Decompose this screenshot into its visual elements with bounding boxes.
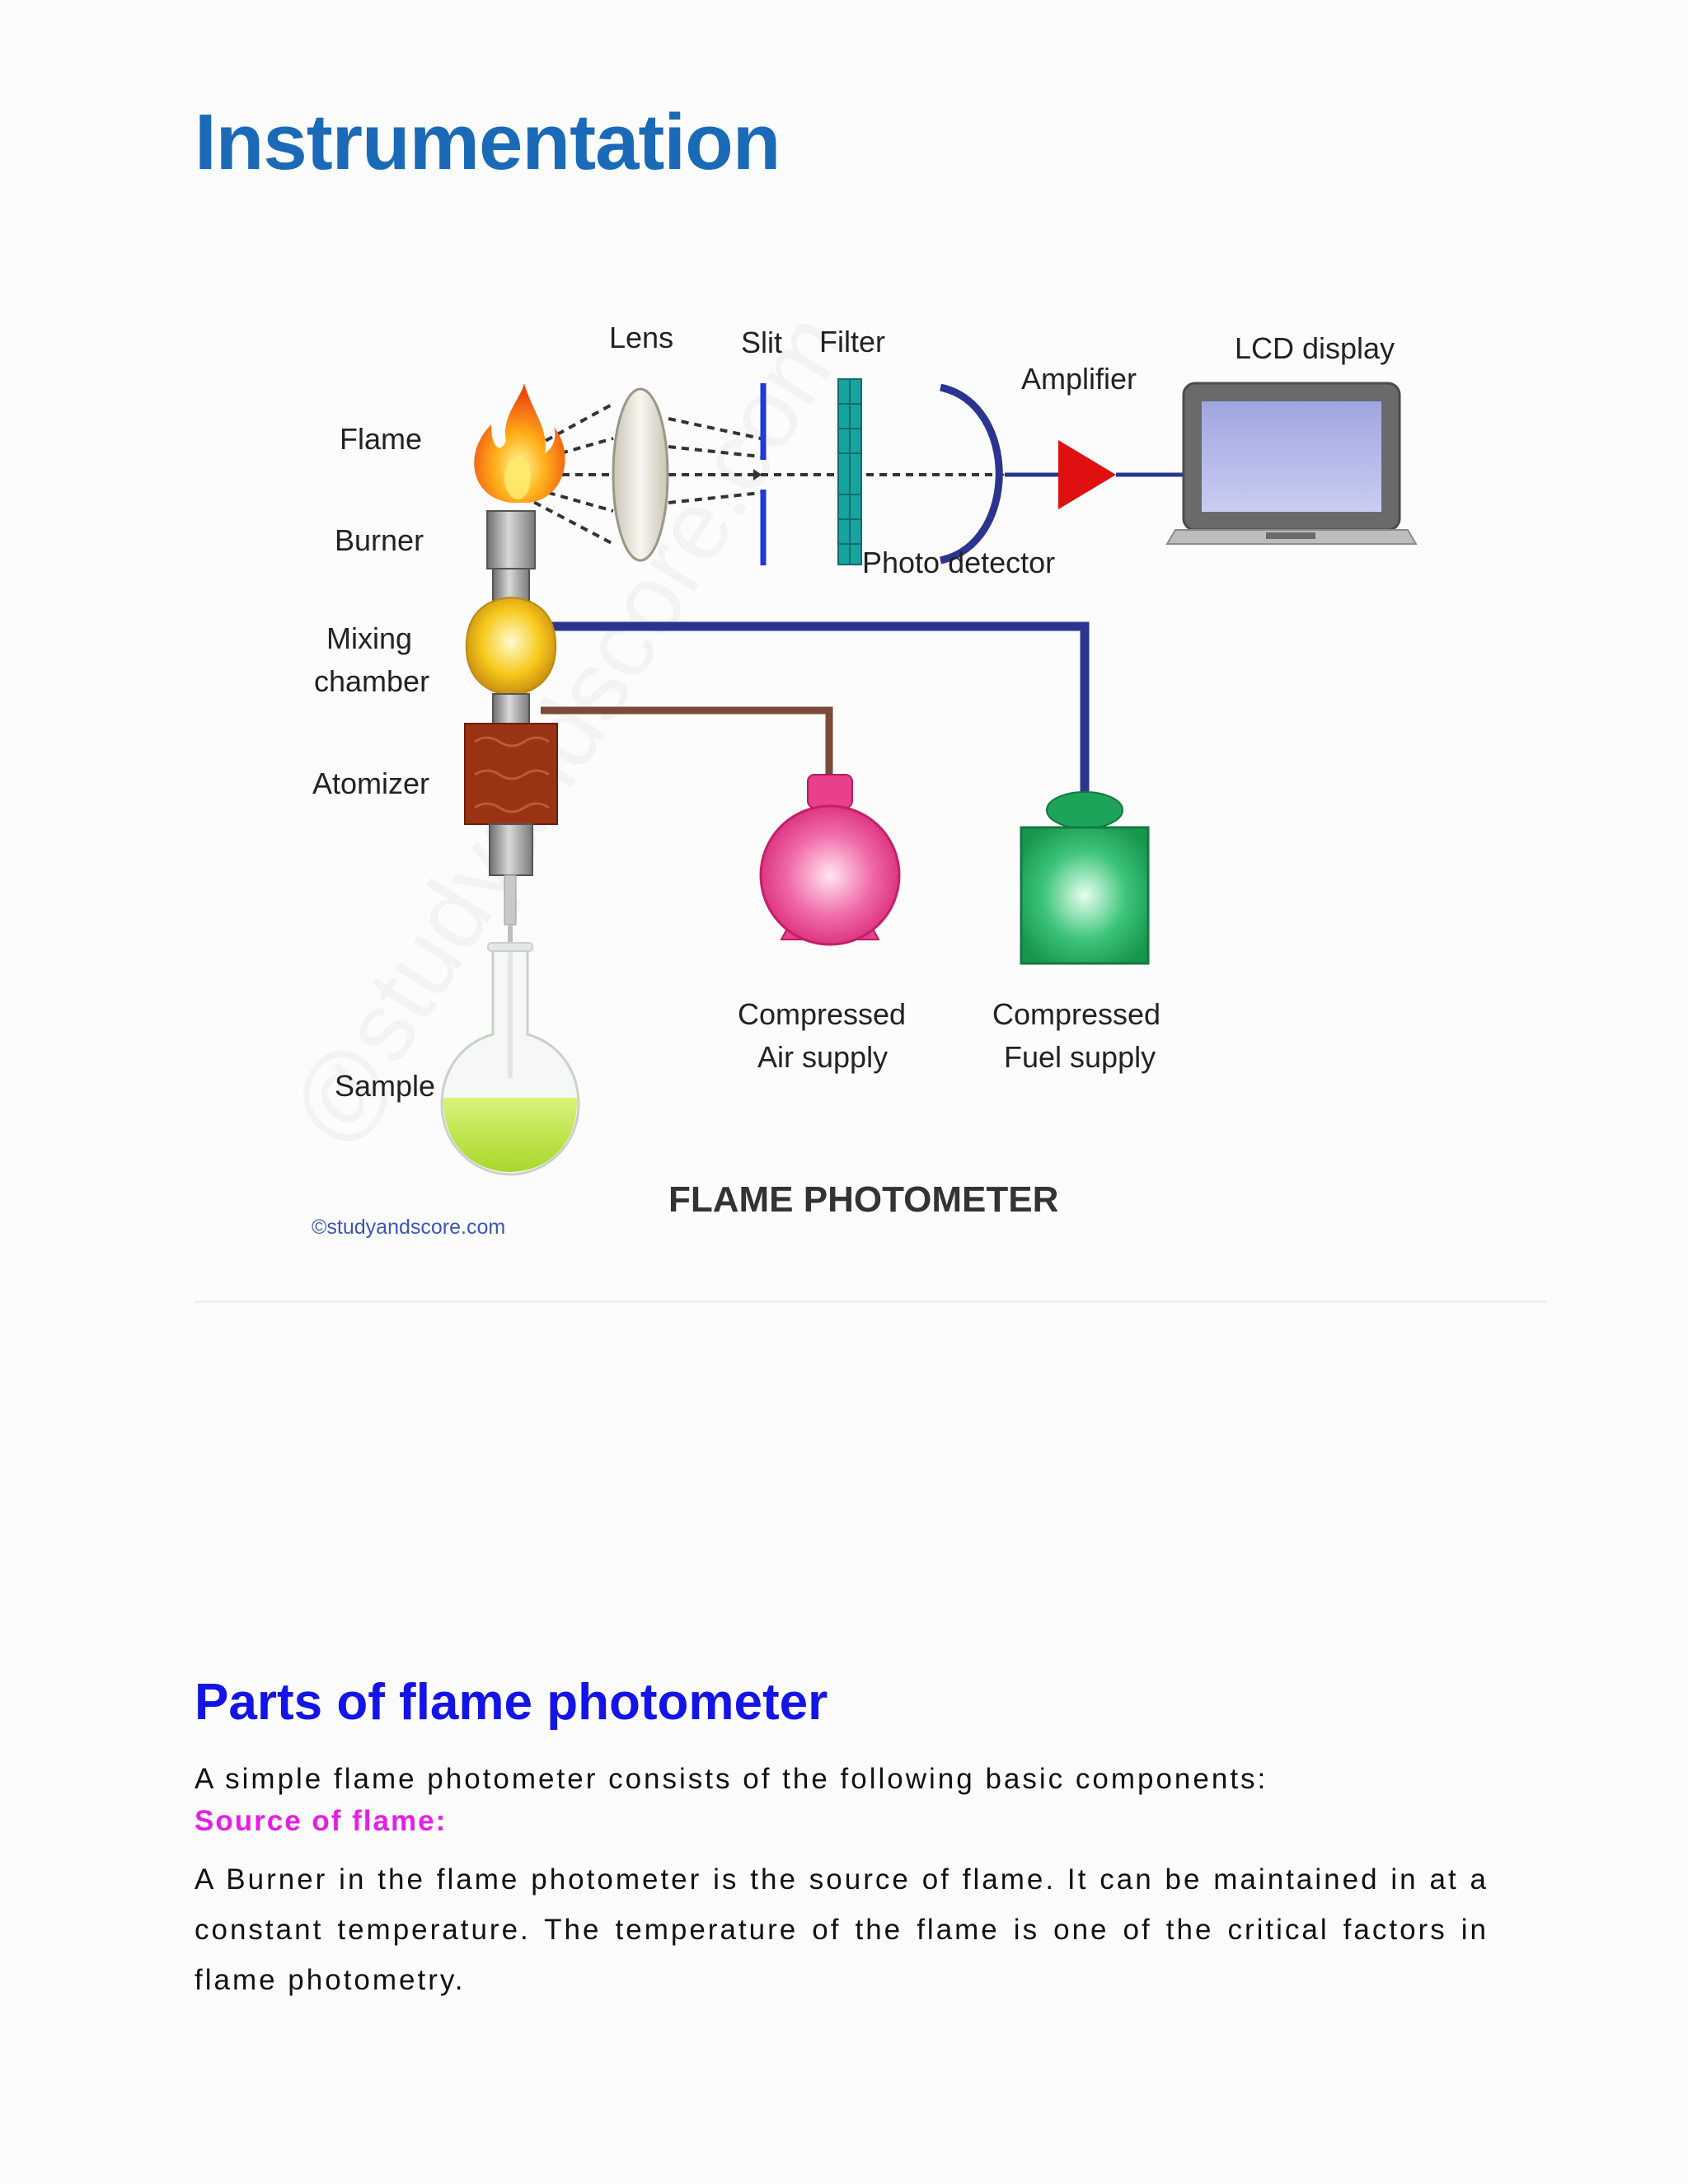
section-heading: Parts of flame photometer [195,1674,828,1731]
label-atomizer: Atomizer [312,766,429,800]
label-lens: Lens [609,321,673,354]
body-paragraph: A Burner in the flame photometer is the … [195,1863,1489,1996]
atomizer-icon [464,723,558,825]
label-fuel-2: Fuel supply [1004,1040,1156,1074]
label-sample: Sample [335,1069,435,1103]
label-mixing: Mixing [326,621,412,655]
credit-text: ©studyandscore.com [312,1216,505,1239]
label-fuel-1: Compressed [992,997,1160,1031]
lens-icon [612,387,669,562]
label-lcd-display: LCD display [1235,331,1395,365]
air-supply-line [541,706,833,780]
label-burner: Burner [335,523,424,557]
mixing-chamber-icon [465,596,557,697]
fuel-supply-line [541,621,1090,799]
label-chamber: chamber [314,664,429,698]
label-slit: Slit [741,326,782,359]
lcd-display-icon [1165,382,1418,545]
sample-flask-icon [440,942,580,1176]
intro-text: A simple flame photometer consists of th… [195,1763,1268,1795]
page-title: Instrumentation [195,98,781,186]
label-photo-detector: Photo detector [862,546,1055,579]
photo-detector-icon [939,383,1003,565]
flame-photometer-diagram: @studyandscore.com [195,206,1546,1302]
divider [195,1301,1546,1303]
burner-icon [486,510,536,569]
source-of-flame-heading: Source of flame: [195,1805,448,1837]
air-pump-icon [759,774,901,946]
label-air-1: Compressed [738,997,906,1031]
amplifier-icon [1058,440,1116,509]
fuel-tank-icon [1020,791,1150,965]
label-flame: Flame [340,422,422,456]
flame-icon [474,383,565,503]
diagram-caption: FLAME PHOTOMETER [668,1179,1058,1220]
label-amplifier: Amplifier [1021,362,1137,396]
label-air-2: Air supply [757,1040,888,1074]
label-filter: Filter [819,325,885,359]
